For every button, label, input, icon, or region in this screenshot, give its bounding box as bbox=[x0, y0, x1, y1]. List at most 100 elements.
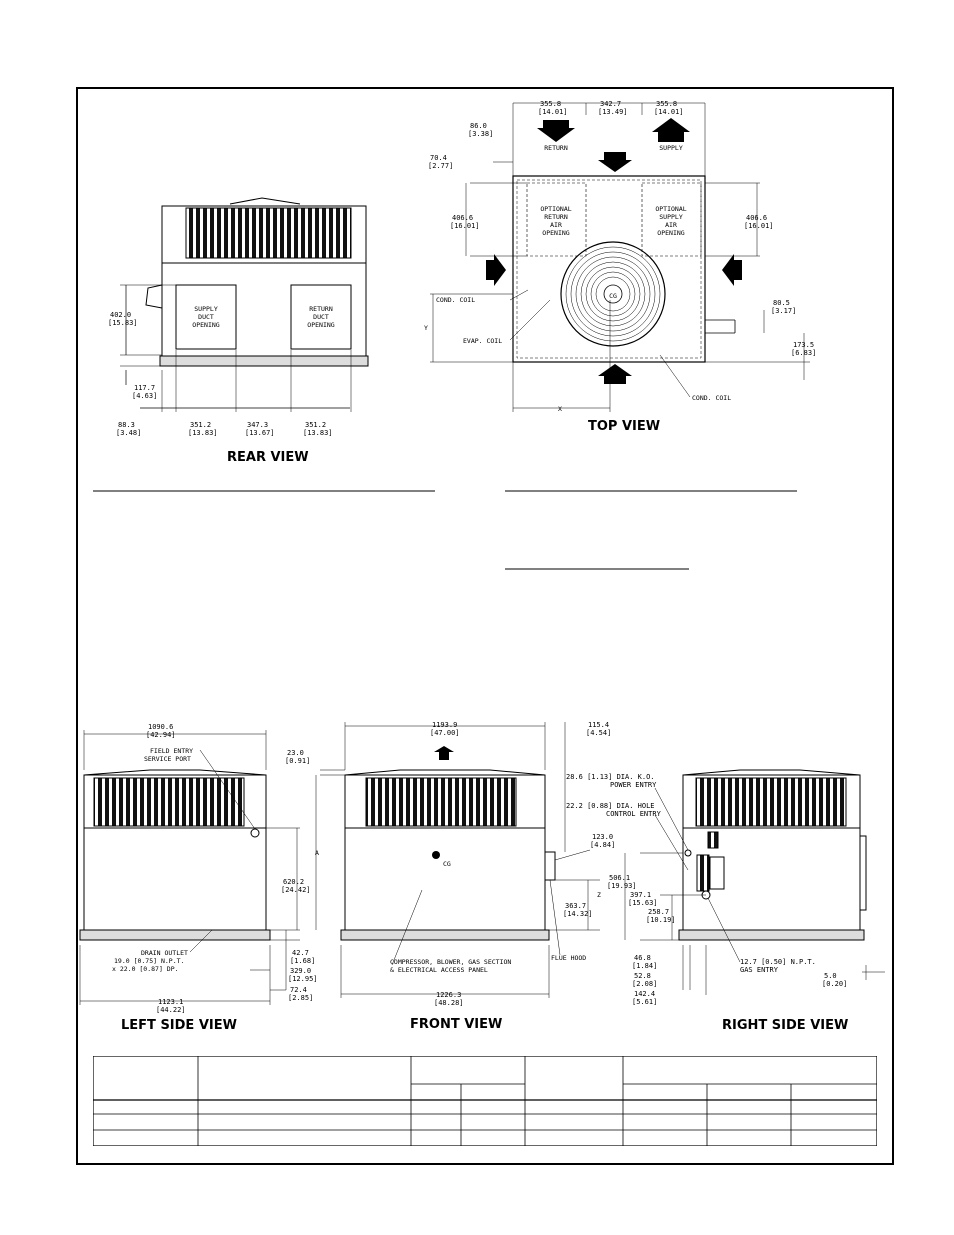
right-d-506: 506.1 bbox=[609, 874, 630, 882]
right-d-258-in: [10.19] bbox=[646, 916, 676, 924]
top-d-80: 80.5 bbox=[773, 299, 790, 307]
right-gas-1: 12.7 [0.50] N.P.T. bbox=[740, 958, 816, 966]
top-d-mid: 342.7 bbox=[600, 100, 621, 108]
left-view-title: LEFT SIDE VIEW bbox=[121, 1018, 237, 1033]
right-view-title: RIGHT SIDE VIEW bbox=[722, 1018, 848, 1033]
left-d-23-in: [0.91] bbox=[285, 757, 310, 765]
front-d-363: 363.7 bbox=[565, 902, 586, 910]
rear-d-height-in: [15.83] bbox=[108, 319, 138, 327]
front-d-115-in: [4.54] bbox=[586, 729, 611, 737]
left-drain-2: 19.0 [0.75] N.P.T. bbox=[114, 957, 184, 965]
top-opt-return-4: OPENING bbox=[542, 229, 569, 237]
left-d-width: 1090.6 bbox=[148, 723, 173, 731]
left-d-620-in: [24.42] bbox=[281, 886, 311, 894]
top-cg: CG bbox=[609, 292, 617, 300]
left-a: A bbox=[315, 849, 319, 857]
top-y: Y bbox=[424, 324, 428, 332]
right-side-view bbox=[624, 769, 885, 995]
front-view bbox=[315, 722, 600, 998]
rear-d-base-in: [4.63] bbox=[132, 392, 157, 400]
left-d-base: 1123.1 bbox=[158, 998, 183, 1006]
rear-d-w3: 347.3 bbox=[247, 421, 268, 429]
top-d-80-in: [3.17] bbox=[771, 307, 796, 315]
right-d-142-in: [5.61] bbox=[632, 998, 657, 1006]
rear-supply-3: OPENING bbox=[192, 321, 219, 329]
rear-d-w3-in: [13.67] bbox=[245, 429, 275, 437]
top-evap-coil: EVAP. COIL bbox=[463, 337, 502, 345]
rear-d-w4-in: [13.83] bbox=[303, 429, 333, 437]
left-d-width-in: [42.94] bbox=[146, 731, 176, 739]
top-d-406l: 406.6 bbox=[452, 214, 473, 222]
rear-supply-1: SUPPLY bbox=[194, 305, 218, 313]
top-d-left: 355.8 bbox=[540, 100, 561, 108]
right-d-506-in: [19.93] bbox=[607, 882, 637, 890]
rear-d-w2-in: [13.83] bbox=[188, 429, 218, 437]
top-view bbox=[430, 102, 810, 412]
left-field-entry-1: FIELD ENTRY bbox=[150, 747, 193, 755]
front-access-2: & ELECTRICAL ACCESS PANEL bbox=[390, 966, 488, 974]
left-d-42: 42.7 bbox=[292, 949, 309, 957]
left-d-620: 620.2 bbox=[283, 878, 304, 886]
right-d-46-in: [1.84] bbox=[632, 962, 657, 970]
front-d-123-in: [4.84] bbox=[590, 841, 615, 849]
left-d-72-in: [2.85] bbox=[288, 994, 313, 1002]
front-cg: CG bbox=[443, 860, 451, 868]
front-d-base: 1226.3 bbox=[436, 991, 461, 999]
top-d-86-in: [3.38] bbox=[468, 130, 493, 138]
rear-view-title: REAR VIEW bbox=[227, 450, 309, 465]
right-d-258: 258.7 bbox=[648, 908, 669, 916]
left-d-base-in: [44.22] bbox=[156, 1006, 186, 1014]
right-power-1: 28.6 [1.13] DIA. K.O. bbox=[566, 773, 655, 781]
rear-d-base: 117.7 bbox=[134, 384, 155, 392]
front-access-1: COMPRESSOR, BLOWER, GAS SECTION bbox=[390, 958, 511, 966]
left-d-329: 329.0 bbox=[290, 967, 311, 975]
left-drain-3: x 22.0 [0.87] DP. bbox=[112, 965, 179, 973]
left-d-42-in: [1.68] bbox=[290, 957, 315, 965]
rear-d-w1: 88.3 bbox=[118, 421, 135, 429]
top-d-right-in: [14.01] bbox=[654, 108, 684, 116]
top-d-173-in: [6.83] bbox=[791, 349, 816, 357]
top-opt-return-3: AIR bbox=[550, 221, 562, 229]
top-d-406r: 406.6 bbox=[746, 214, 767, 222]
right-d-397-in: [15.63] bbox=[628, 899, 658, 907]
left-side-view bbox=[79, 730, 300, 1005]
top-opt-return-2: RETURN bbox=[544, 213, 568, 221]
rear-return-1: RETURN bbox=[309, 305, 333, 313]
front-z: Z bbox=[597, 891, 601, 899]
right-control-1: 22.2 [0.88] DIA. HOLE bbox=[566, 802, 655, 810]
right-d-142: 142.4 bbox=[634, 990, 655, 998]
rear-return-2: DUCT bbox=[313, 313, 329, 321]
rear-d-w4: 351.2 bbox=[305, 421, 326, 429]
front-view-title: FRONT VIEW bbox=[410, 1017, 502, 1032]
top-d-406l-in: [16.01] bbox=[450, 222, 480, 230]
top-cond-coil2: COND. COIL bbox=[692, 394, 731, 402]
top-opt-supply-2: SUPPLY bbox=[659, 213, 683, 221]
top-return: RETURN bbox=[544, 144, 568, 152]
front-d-115: 115.4 bbox=[588, 721, 609, 729]
left-d-72: 72.4 bbox=[290, 986, 307, 994]
dimension-table bbox=[93, 1056, 877, 1146]
rear-d-height: 402.0 bbox=[110, 311, 131, 319]
top-opt-supply-1: OPTIONAL bbox=[655, 205, 686, 213]
front-d-width-in: [47.00] bbox=[430, 729, 460, 737]
top-d-right: 355.8 bbox=[656, 100, 677, 108]
front-d-123: 123.0 bbox=[592, 833, 613, 841]
right-d-52: 52.8 bbox=[634, 972, 651, 980]
right-d-397: 397.1 bbox=[630, 891, 651, 899]
rear-return-3: OPENING bbox=[307, 321, 334, 329]
left-d-329-in: [12.95] bbox=[288, 975, 318, 983]
left-field-entry-2: SERVICE PORT bbox=[144, 755, 191, 763]
top-cond-coil: COND. COIL bbox=[436, 296, 475, 304]
top-d-173: 173.5 bbox=[793, 341, 814, 349]
top-d-86: 86.0 bbox=[470, 122, 487, 130]
left-d-23: 23.0 bbox=[287, 749, 304, 757]
front-flue: FLUE HOOD bbox=[551, 954, 586, 962]
top-d-left-in: [14.01] bbox=[538, 108, 568, 116]
right-d-52-in: [2.08] bbox=[632, 980, 657, 988]
top-d-mid-in: [13.49] bbox=[598, 108, 628, 116]
rear-d-w1-in: [3.48] bbox=[116, 429, 141, 437]
top-view-title: TOP VIEW bbox=[588, 419, 660, 434]
top-d-406r-in: [16.01] bbox=[744, 222, 774, 230]
